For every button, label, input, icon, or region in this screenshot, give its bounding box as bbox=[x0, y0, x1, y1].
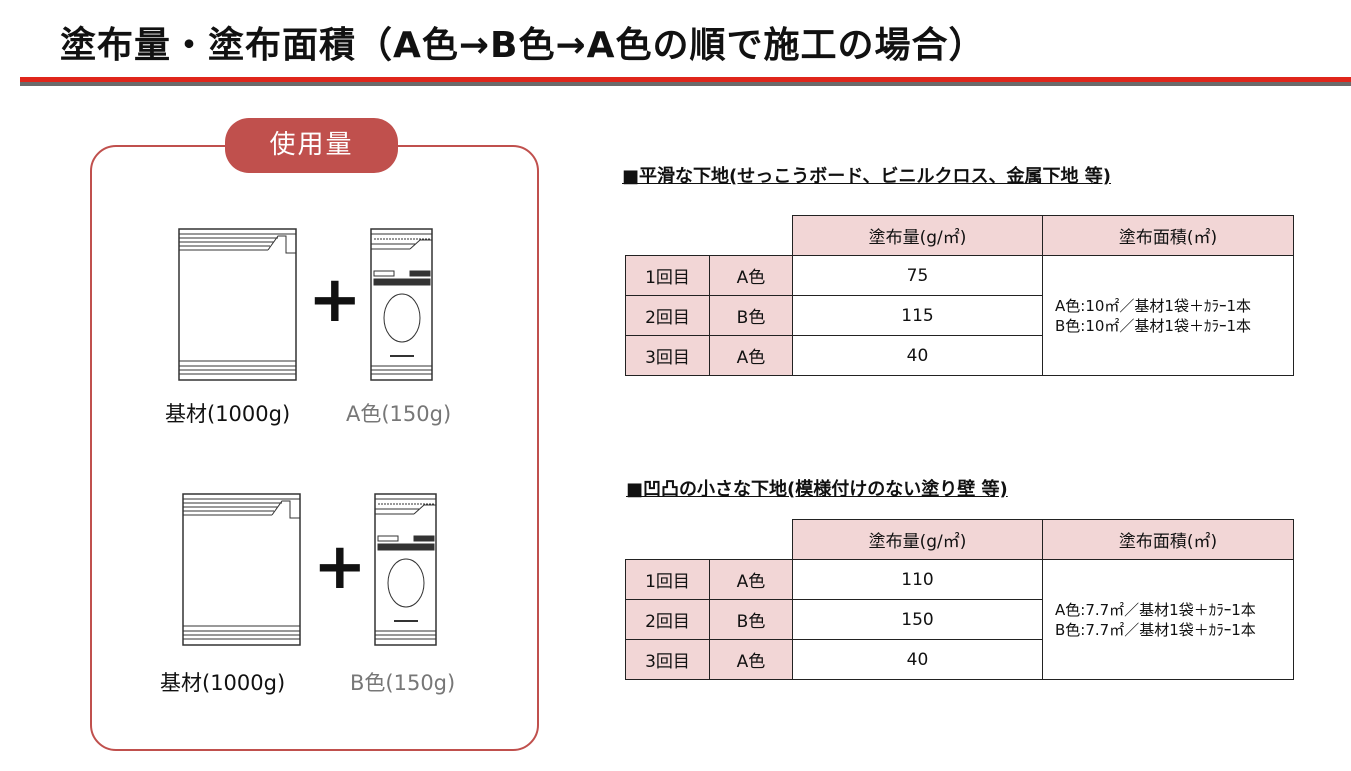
page-title: 塗布量・塗布面積（A色→B色→A色の順で施工の場合） bbox=[60, 25, 986, 66]
usage-badge: 使用量 bbox=[225, 118, 398, 173]
title-gray-divider bbox=[20, 82, 1351, 86]
usage-panel bbox=[90, 145, 539, 751]
col-header-amount: 塗布量(g/㎡) bbox=[792, 215, 1043, 256]
amount-cell: 115 bbox=[792, 295, 1043, 336]
round-cell: 3回目 bbox=[625, 639, 710, 680]
table-heading-textured: ■凹凸の小さな下地(模様付けのない塗り壁 等) bbox=[626, 479, 1008, 500]
base-bag-icon bbox=[178, 228, 297, 381]
amount-cell: 110 bbox=[792, 559, 1043, 600]
color-cell: B色 bbox=[709, 599, 793, 640]
plus-icon: + bbox=[308, 263, 362, 337]
base-bag-icon bbox=[182, 493, 301, 646]
color-cell: A色 bbox=[709, 335, 793, 376]
plus-icon: + bbox=[313, 530, 367, 604]
col-header-amount: 塗布量(g/㎡) bbox=[792, 519, 1043, 560]
round-cell: 2回目 bbox=[625, 599, 710, 640]
title-red-divider bbox=[20, 77, 1351, 82]
table-heading-smooth: ■平滑な下地(せっこうボード、ビニルクロス、金属下地 等) bbox=[622, 166, 1112, 187]
base-label: 基材(1000g) bbox=[160, 671, 286, 695]
color-cell: A色 bbox=[709, 559, 793, 600]
color-pack-icon bbox=[374, 493, 437, 646]
color-cell: A色 bbox=[709, 255, 793, 296]
amount-cell: 75 bbox=[792, 255, 1043, 296]
base-label: 基材(1000g) bbox=[165, 402, 291, 426]
area-line: B色:7.7㎡／基材1袋＋ｶﾗｰ1本 bbox=[1055, 620, 1256, 639]
round-cell: 2回目 bbox=[625, 295, 710, 336]
amount-cell: 40 bbox=[792, 639, 1043, 680]
round-cell: 3回目 bbox=[625, 335, 710, 376]
amount-cell: 40 bbox=[792, 335, 1043, 376]
color-a-label: A色(150g) bbox=[346, 402, 452, 426]
round-cell: 1回目 bbox=[625, 559, 710, 600]
amount-cell: 150 bbox=[792, 599, 1043, 640]
color-cell: A色 bbox=[709, 639, 793, 680]
round-cell: 1回目 bbox=[625, 255, 710, 296]
area-line: A色:10㎡／基材1袋＋ｶﾗｰ1本 bbox=[1055, 296, 1251, 315]
color-pack-icon bbox=[370, 228, 433, 381]
area-line: B色:10㎡／基材1袋＋ｶﾗｰ1本 bbox=[1055, 316, 1252, 335]
col-header-area: 塗布面積(㎡) bbox=[1042, 215, 1294, 256]
color-cell: B色 bbox=[709, 295, 793, 336]
color-b-label: B色(150g) bbox=[350, 671, 456, 695]
col-header-area: 塗布面積(㎡) bbox=[1042, 519, 1294, 560]
area-line: A色:7.7㎡／基材1袋＋ｶﾗｰ1本 bbox=[1055, 600, 1256, 619]
